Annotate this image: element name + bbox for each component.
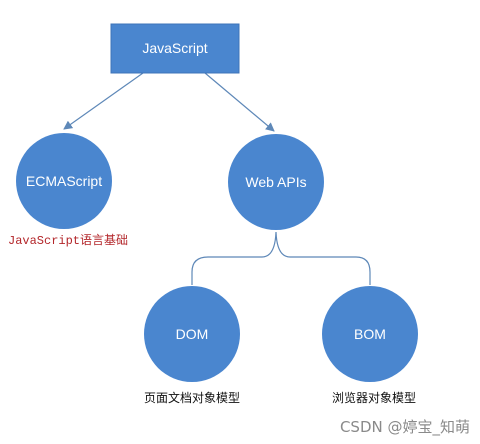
ecmascript-node: ECMAScript bbox=[16, 133, 112, 229]
dom-note: 页面文档对象模型 bbox=[144, 390, 240, 405]
ecmascript-note-code: JavaScript bbox=[8, 234, 80, 248]
edge-javascript-webapis bbox=[204, 72, 275, 132]
ecmascript-note: JavaScript语言基础 bbox=[8, 233, 128, 248]
javascript-label: JavaScript bbox=[142, 40, 207, 56]
bom-label: BOM bbox=[354, 326, 386, 342]
dom-node: DOM bbox=[144, 286, 240, 382]
dom-label: DOM bbox=[176, 326, 209, 342]
ecmascript-label: ECMAScript bbox=[26, 173, 102, 189]
brace-connector bbox=[191, 231, 371, 285]
web-apis-label: Web APIs bbox=[245, 174, 306, 190]
bom-note: 浏览器对象模型 bbox=[332, 390, 416, 405]
javascript-node: JavaScript bbox=[110, 23, 240, 74]
edge-javascript-ecmascript bbox=[63, 72, 144, 130]
ecmascript-note-suffix: 语言基础 bbox=[80, 233, 128, 247]
csdn-watermark: CSDN @婷宝_知萌 bbox=[340, 418, 470, 437]
web-apis-node: Web APIs bbox=[228, 134, 324, 230]
bom-node: BOM bbox=[322, 286, 418, 382]
